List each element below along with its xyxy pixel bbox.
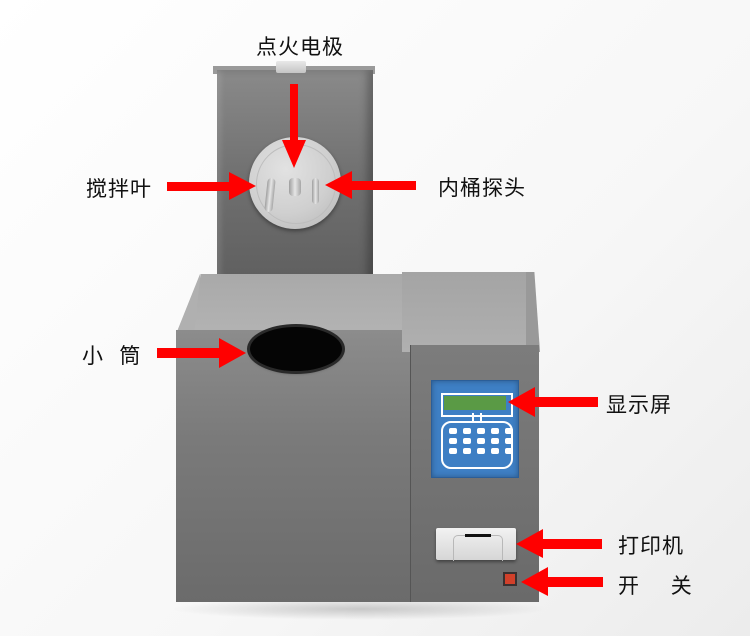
arrow-right-icon: [157, 338, 246, 368]
body-front: [176, 330, 410, 602]
printer-paper-slot: [465, 534, 491, 537]
lid-handle: [276, 61, 306, 73]
probe-rod: [312, 178, 319, 204]
arrow-right-icon: [167, 172, 256, 200]
lcd-display: [444, 396, 506, 410]
ignition-electrode-post: [289, 178, 301, 196]
arrow-left-icon: [516, 529, 602, 558]
arrow-down-icon: [282, 84, 306, 168]
arrow-left-icon: [325, 171, 416, 199]
label-printer: 打印机: [618, 534, 684, 558]
panel-connector: [472, 413, 482, 421]
keypad: [441, 421, 513, 469]
label-stirrer-blade: 搅拌叶: [86, 177, 152, 201]
floor-shadow: [170, 598, 550, 620]
control-unit-top: [402, 272, 526, 352]
label-power-switch: 开 关: [618, 574, 693, 598]
body-top-surface: [194, 274, 410, 334]
label-inner-bucket-probe: 内桶探头: [438, 176, 526, 200]
arrow-left-icon: [521, 567, 603, 596]
keypad-keys: [449, 428, 515, 454]
arrow-left-icon: [508, 387, 598, 417]
label-display-screen: 显示屏: [606, 393, 672, 417]
label-small-cylinder: 小 筒: [82, 344, 142, 368]
power-switch-button: [505, 574, 515, 584]
label-ignition-electrode: 点火电极: [256, 35, 344, 59]
small-cylinder-opening: [250, 327, 342, 371]
